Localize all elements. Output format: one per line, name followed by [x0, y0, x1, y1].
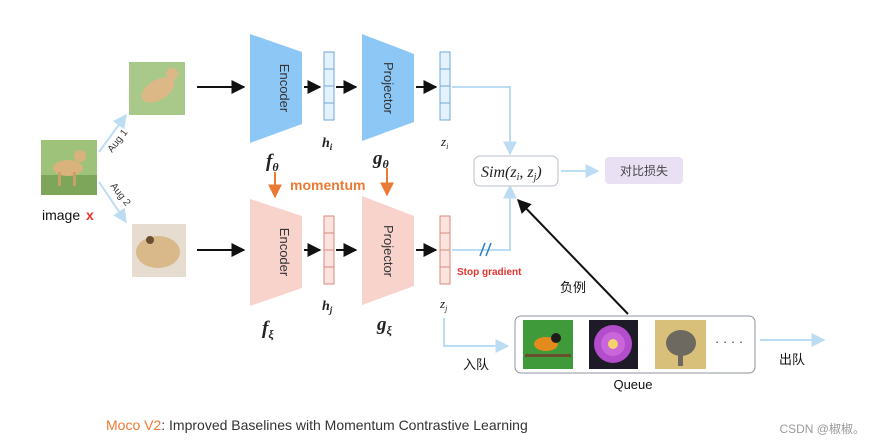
similarity-formula: Sim(zi, zj) [481, 164, 542, 183]
loss-label: 对比损失 [620, 163, 668, 178]
queue-label: Queue [613, 377, 652, 392]
encoder-top-fn: fθ [266, 151, 279, 174]
input-dog-image [41, 140, 97, 195]
augmented-image-bottom [132, 224, 186, 277]
projector-top-block [362, 34, 414, 141]
queue-ellipsis: · · · · [715, 334, 743, 349]
input-variable: x [86, 207, 94, 223]
z-vector-top [439, 51, 451, 121]
hidden-vector-top [323, 51, 335, 121]
projector-bottom-fn: gξ [376, 314, 393, 337]
momentum-label: momentum [290, 177, 365, 193]
aug1-arrow [98, 113, 127, 153]
z-top-label: zi [440, 134, 448, 151]
projector-bottom-label: Projector [381, 225, 396, 278]
stop-gradient-mark [479, 242, 492, 257]
caption: Moco V2: Improved Baselines with Momentu… [106, 417, 528, 433]
watermark: CSDN @椒椒。 [779, 422, 865, 436]
projector-top-label: Projector [381, 62, 396, 115]
dequeue-label: 出队 [779, 352, 805, 367]
encoder-bottom-block [250, 199, 302, 306]
loss-box [605, 157, 683, 184]
flow-zj-to-sim [452, 184, 517, 251]
encoder-top-label: Encoder [277, 64, 292, 113]
encoder-bottom-label: Encoder [277, 228, 292, 277]
queue-elephant-image [655, 320, 706, 369]
input-label: image [42, 207, 80, 223]
hidden-bottom-label: hj [322, 299, 333, 315]
negatives-label: 负例 [560, 280, 586, 295]
z-vector-bottom [439, 215, 451, 285]
aug2-label: Aug 2 [108, 181, 133, 209]
augmented-image-top [129, 62, 185, 115]
aug1-label: Aug 1 [106, 127, 131, 155]
projector-top-fn: gθ [372, 148, 390, 171]
queue-bird-image [523, 320, 573, 369]
encoder-bottom-fn: fξ [262, 318, 274, 341]
enqueue-label: 入队 [463, 357, 489, 372]
aug2-arrow [98, 181, 127, 224]
enqueue-arrow [443, 318, 510, 353]
encoder-top-block [250, 34, 302, 143]
hidden-vector-bottom [323, 215, 335, 285]
flow-zi-to-sim [452, 86, 517, 156]
stop-gradient-label: Stop gradient [457, 267, 522, 278]
z-bottom-label: zj [439, 296, 448, 313]
negatives-arrow [517, 198, 629, 315]
similarity-box [473, 155, 559, 187]
projector-bottom-block [362, 196, 414, 305]
hidden-top-label: hi [322, 136, 333, 152]
queue-flower-image [589, 320, 638, 369]
